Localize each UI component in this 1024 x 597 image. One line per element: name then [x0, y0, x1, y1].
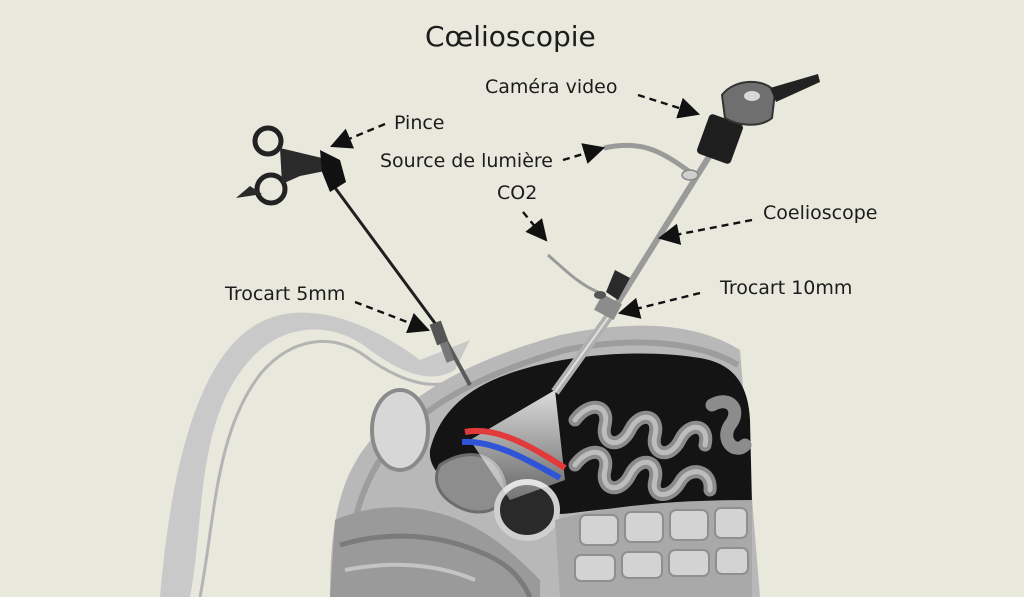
label-co2: CO2 — [497, 182, 538, 204]
arrow-trocart-5mm — [354, 300, 431, 334]
arrow-pince — [330, 122, 386, 149]
light-cable — [603, 142, 692, 175]
arrow-camera — [637, 93, 701, 119]
coelioscope-instrument — [547, 74, 820, 395]
arrow-co2 — [522, 211, 548, 242]
label-trocart-10mm: Trocart 10mm — [720, 277, 853, 299]
label-camera-video: Caméra video — [485, 76, 618, 98]
vein — [461, 438, 562, 481]
trocart-5mm — [429, 320, 449, 346]
thigh — [160, 312, 470, 597]
camera-video — [697, 74, 820, 164]
trocart-10mm — [594, 270, 630, 321]
page-title: Cœlioscopie — [425, 20, 596, 53]
arrow-trocart-10mm — [617, 291, 701, 319]
co2-tube — [547, 253, 599, 294]
patient-body — [160, 312, 760, 597]
label-trocart-5mm: Trocart 5mm — [225, 283, 346, 305]
label-source-lumiere: Source de lumière — [380, 150, 553, 172]
arrow-source-lumiere — [562, 143, 606, 164]
light-cone — [470, 390, 565, 500]
label-coelioscope: Coelioscope — [763, 202, 878, 224]
pince-instrument — [236, 125, 472, 386]
arrow-coelioscope — [657, 218, 753, 245]
pointer-arrows — [330, 93, 753, 334]
label-pince: Pince — [394, 112, 445, 134]
vertebrae — [574, 507, 749, 582]
artery — [464, 427, 567, 471]
